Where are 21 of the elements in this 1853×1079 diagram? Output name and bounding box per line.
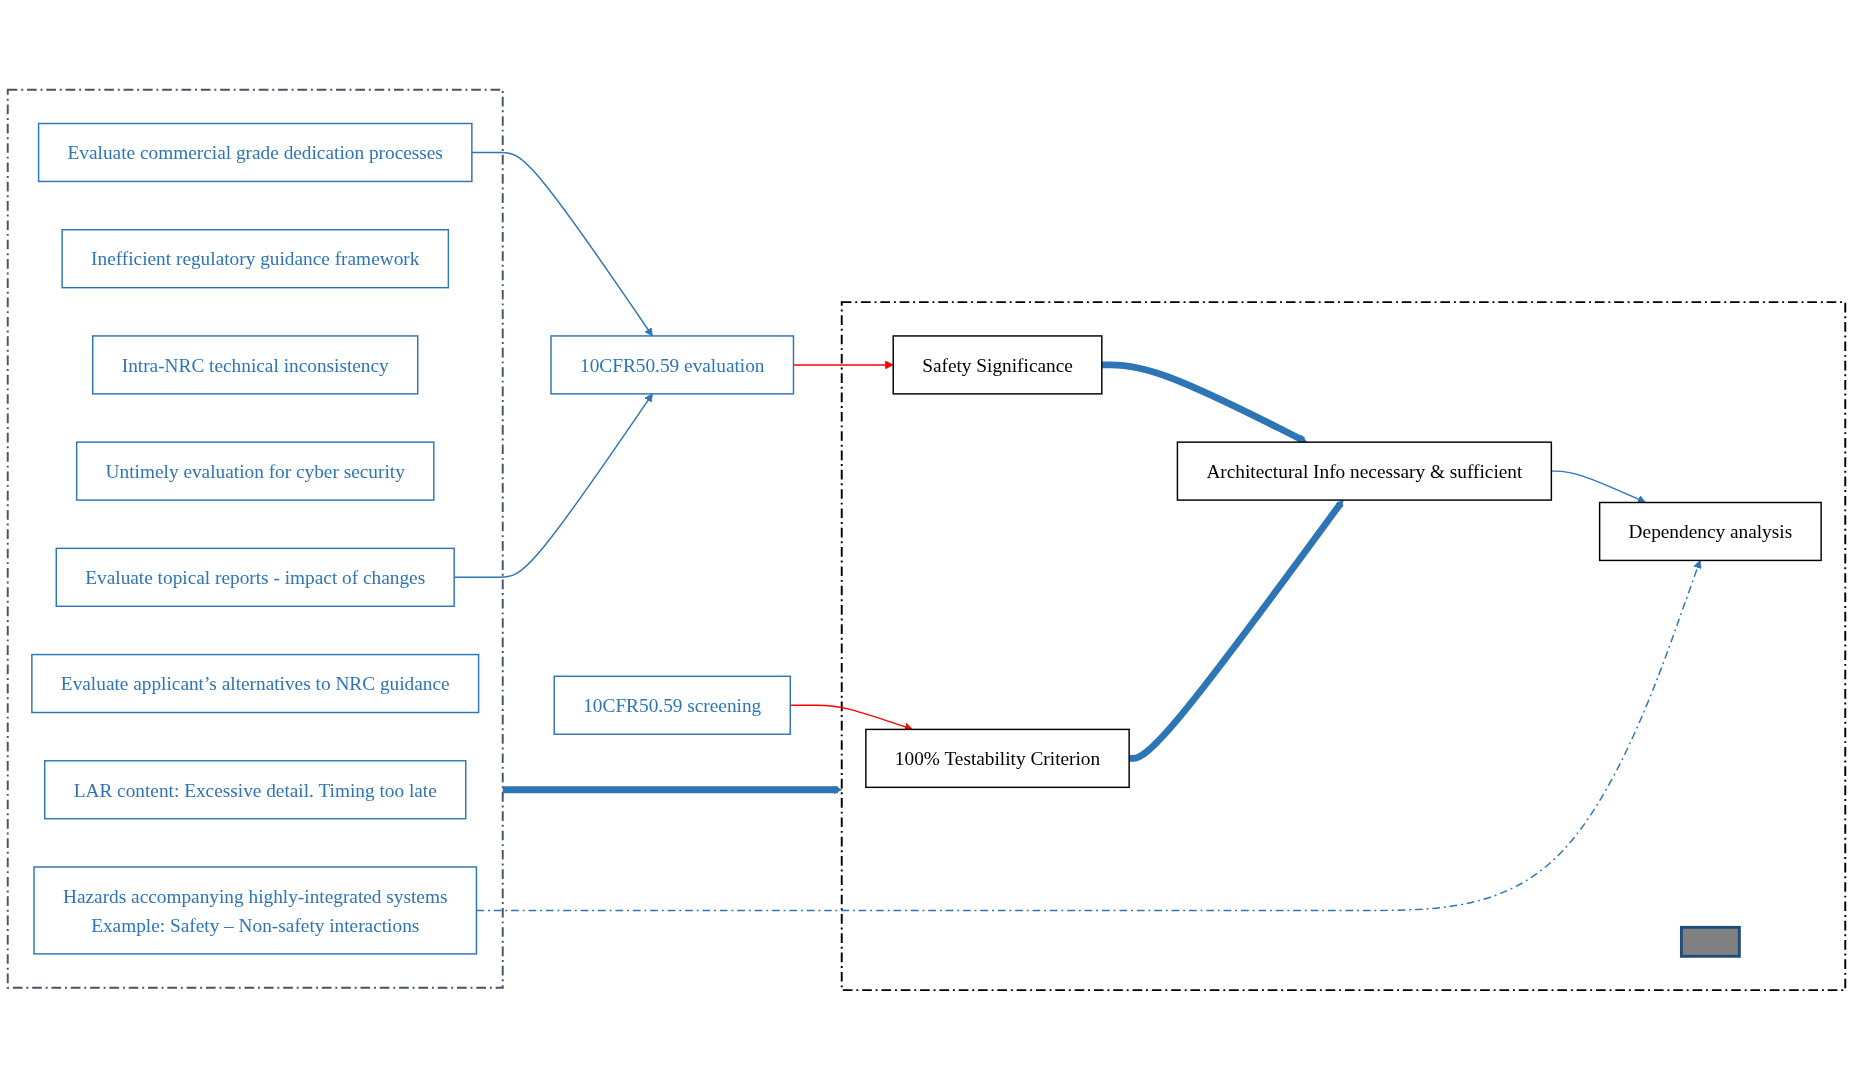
node-box: Untimely evaluation for cyber security (75, 441, 435, 501)
node-box: Evaluate topical reports - impact of changes (55, 547, 455, 607)
node-box: Evaluate applicant’s alternatives to NRC guidance (31, 653, 480, 713)
node-box: Hazards accompanying highly-integrated systems Example: Safety – Non-safety interactions (33, 865, 478, 955)
node-box: 10CFR50.59 evaluation (550, 334, 795, 395)
node-box: Dependency analysis (1598, 501, 1822, 561)
arrow (1129, 499, 1344, 762)
node-box: LAR content: Excessive detail. Timing too late (43, 759, 467, 820)
arrow (1101, 361, 1308, 443)
node-box (1679, 925, 1741, 958)
node-box: Inefficient regulatory guidance framework (61, 228, 450, 288)
node-box: Intra-NRC technical inconsistency (92, 334, 419, 395)
node-box: Safety Significance (892, 334, 1103, 395)
cluster (840, 300, 1847, 991)
node-box: Architectural Info necessary & sufficient (1176, 441, 1553, 501)
cluster (6, 88, 504, 989)
arrow (471, 151, 653, 336)
node-box: Evaluate commercial grade dedication processes (37, 122, 473, 182)
arrow (502, 785, 843, 794)
node-box: 10CFR50.59 screening (553, 675, 791, 735)
node-box: 100% Testability Criterion (865, 728, 1130, 788)
